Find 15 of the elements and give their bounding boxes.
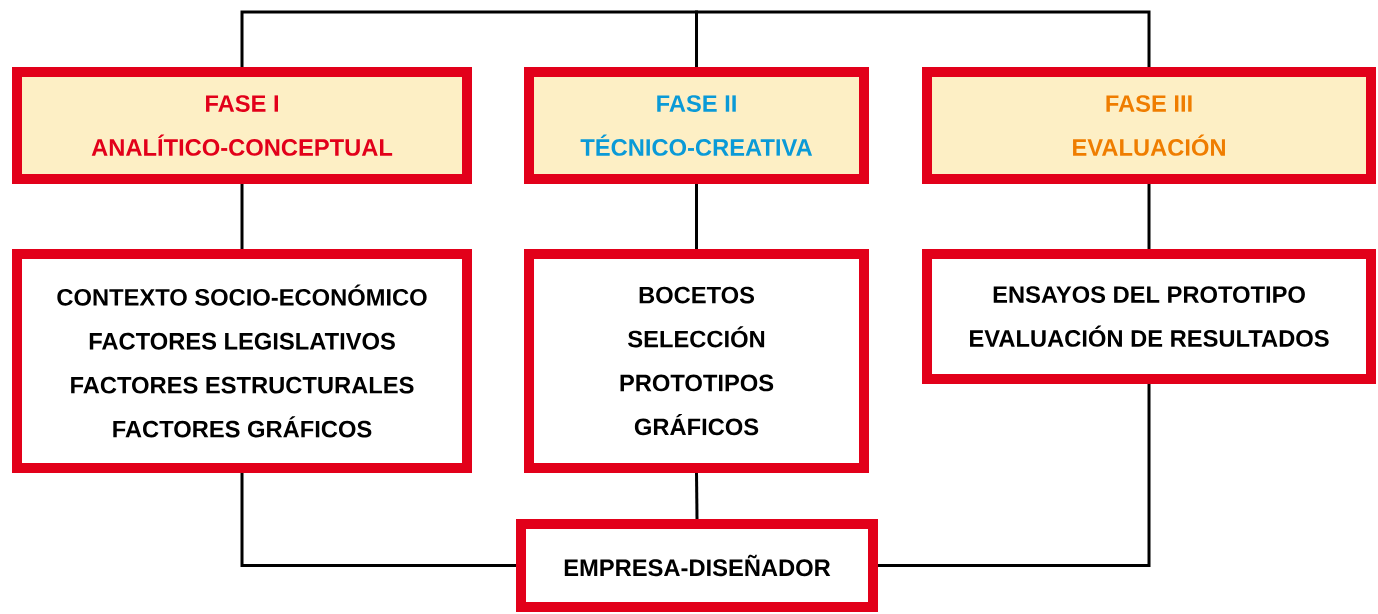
connector-line — [878, 384, 1151, 567]
connector-line — [695, 10, 1151, 67]
connector-line — [695, 184, 698, 249]
connector-line — [1147, 184, 1151, 249]
connector-line — [695, 472, 699, 519]
phase-box: FASE I ANALÍTICO-CONCEPTUAL — [12, 67, 472, 184]
list-box: BOCETOS SELECCIÓN PROTOTIPOS GRÁFICOS — [524, 249, 869, 473]
list-box: ENSAYOS DEL PROTOTIPO EVALUACIÓN DE RESULTADOS — [922, 249, 1376, 384]
connector-line — [240, 473, 516, 567]
connector-line — [240, 10, 698, 67]
phase-box: FASE III EVALUACIÓN — [922, 67, 1376, 184]
list-box: CONTEXTO SOCIO-ECONÓMICO FACTORES LEGISLATIVOS FACTORES ESTRUCTURALES FACTORES GRÁFICOS — [12, 249, 472, 473]
connector-line — [240, 184, 244, 249]
actor-box: EMPRESA-DISEÑADOR — [516, 519, 878, 612]
phase-box: FASE II TÉCNICO-CREATIVA — [524, 67, 869, 184]
